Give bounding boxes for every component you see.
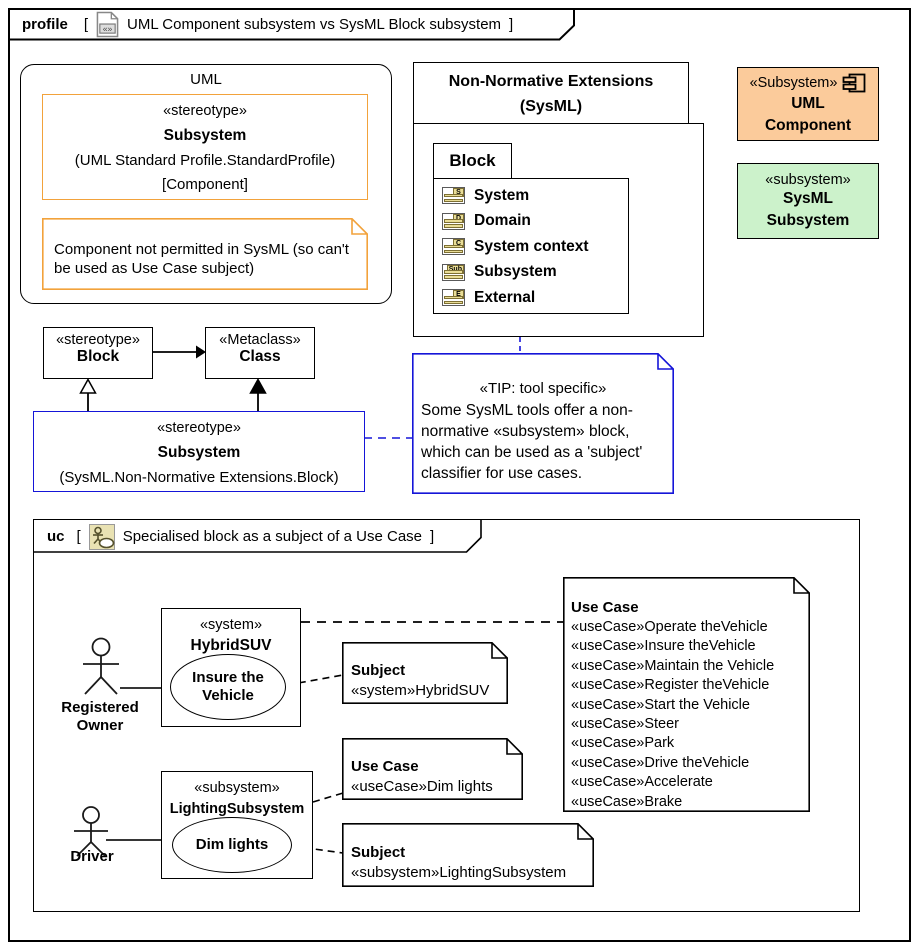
block-package-title: Block [449, 151, 496, 170]
use-case-diagram-icon [88, 523, 115, 550]
block-item-label: Subsystem [474, 263, 557, 281]
block-item-system[interactable]: S System [434, 183, 628, 209]
actor-driver-label: Driver [70, 848, 114, 865]
component-icon [843, 73, 866, 93]
usecase-insure-the-vehicle[interactable]: Insure the Vehicle [170, 654, 286, 720]
sysml-subsystem-legend-box[interactable]: «subsystem» SysML Subsystem [737, 163, 879, 239]
metaclass-class-box[interactable]: «Metaclass» Class [205, 327, 315, 379]
actor-registered-owner-label: Registered Owner [61, 699, 139, 734]
block-icon: C [442, 238, 465, 256]
usecase-item: «useCase»Accelerate [571, 774, 713, 791]
block-package-tab[interactable]: Block [433, 143, 512, 179]
actor-registered-owner[interactable] [72, 636, 130, 696]
block-item-subsystem[interactable]: Sub Subsystem [434, 260, 628, 286]
bracket-close: ] [430, 528, 435, 545]
bracket-open: [ [83, 16, 89, 33]
bracket-close: ] [509, 16, 514, 33]
stereotype-name: Subsystem [163, 127, 247, 144]
metaclass-keyword: «Metaclass» [219, 332, 301, 348]
usecase-item: «useCase»Park [571, 735, 675, 752]
uml-component-keyword: «Subsystem» [749, 75, 838, 91]
block-icon: D [442, 212, 465, 230]
subsystem-stereotype-from: (SysML.Non-Normative Extensions.Block) [59, 469, 339, 486]
lightingsubsystem-keyword: «subsystem» [194, 780, 280, 796]
subject-hybridsuv-note[interactable]: Subject «system»HybridSUV [342, 642, 508, 704]
block-item-system-context[interactable]: C System context [434, 234, 628, 260]
frame-kind-label: profile [22, 16, 68, 33]
subject-lightingsubsystem-note[interactable]: Subject «subsystem»LightingSubsystem [342, 823, 594, 887]
tip-body: Some SysML tools offer a non-normative «… [421, 402, 643, 482]
uml-subsystem-stereotype-box[interactable]: «stereotype» Subsystem (UML Standard Pro… [42, 94, 368, 200]
profile-document-icon: «» [96, 11, 119, 38]
hybridsuv-name: HybridSUV [190, 637, 272, 654]
block-icon: S [442, 187, 465, 205]
block-item-label: System [474, 186, 530, 204]
usecase-dim-lights[interactable]: Dim lights [172, 817, 292, 873]
sysml-subsystem-name-line2: Subsystem [766, 212, 850, 229]
actor-driver[interactable] [64, 804, 120, 860]
block-icon: E [442, 289, 465, 307]
hybridsuv-keyword: «system» [199, 617, 263, 633]
profile-frame-tab[interactable]: profile [ «» UML Component subsystem vs … [9, 9, 575, 41]
uml-component-name-line1: UML [791, 95, 825, 112]
nne-package-title-box[interactable]: Non-Normative Extensions (SysML) [413, 62, 689, 124]
uc-frame-title: Specialised block as a subject of a Use … [122, 528, 423, 545]
usecase-item: «useCase»Insure theVehicle [571, 638, 756, 655]
stereotype-from: (UML Standard Profile.StandardProfile) [74, 152, 336, 169]
usecase-item: «useCase»Start the Vehicle [571, 696, 750, 713]
usecase-item: «useCase»Operate theVehicle [571, 619, 768, 635]
uml-package-title: UML [190, 71, 222, 88]
subsystem-stereotype-name: Subsystem [157, 444, 241, 461]
block-stereotype-box[interactable]: «stereotype» Block [43, 327, 153, 379]
metaclass-name: Class [239, 348, 281, 365]
uml-component-name-line2: Component [764, 117, 852, 134]
tip-keyword: «TIP: tool specific» [479, 380, 607, 397]
block-stereotype-name: Block [76, 348, 120, 365]
block-icon: Sub [442, 263, 465, 281]
block-item-domain[interactable]: D Domain [434, 209, 628, 235]
block-package-body[interactable]: S System D Domain C System context Sub S… [433, 178, 629, 314]
usecase-item: «useCase»Maintain the Vehicle [571, 657, 775, 674]
usecase-item: «useCase»Steer [571, 716, 680, 733]
block-stereotype-keyword: «stereotype» [56, 332, 140, 348]
usecase-item: «useCase»Drive theVehicle [571, 754, 750, 771]
block-item-label: System context [474, 237, 589, 255]
tip-note[interactable]: «TIP: tool specific» Some SysML tools of… [412, 353, 674, 494]
usecase-list-note[interactable]: Use Case «useCase»Operate theVehicle «us… [563, 577, 810, 812]
uml-component-legend-box[interactable]: «Subsystem» UML Component [737, 67, 879, 141]
usecase-dim-lights-note[interactable]: Use Case «useCase»Dim lights [342, 738, 523, 800]
block-item-label: External [474, 288, 536, 306]
uc-frame [33, 519, 860, 912]
svg-text:«»: «» [103, 24, 113, 34]
stereotype-keyword: «stereotype» [163, 103, 247, 119]
block-item-external[interactable]: E External [434, 285, 628, 311]
block-item-label: Domain [474, 212, 531, 230]
component-note[interactable]: Component not permitted in SysML (so can… [42, 218, 368, 290]
sysml-subsystem-stereotype-box[interactable]: «stereotype» Subsystem (SysML.Non-Normat… [33, 411, 365, 492]
subsystem-stereotype-keyword: «stereotype» [157, 420, 241, 436]
usecase-item: «useCase»Brake [571, 793, 683, 810]
bracket-open: [ [76, 528, 81, 545]
stereotype-meta: [Component] [162, 176, 248, 193]
component-note-text: Component not permitted in SysML (so can… [54, 241, 349, 277]
nne-title-line2: (SysML) [519, 98, 583, 115]
usecase-list-title: Use Case [571, 599, 639, 616]
sysml-subsystem-keyword: «subsystem» [765, 172, 851, 188]
frame-title: UML Component subsystem vs SysML Block s… [127, 16, 502, 33]
uc-kind-label: uc [47, 528, 65, 545]
usecase-item: «useCase»Register theVehicle [571, 677, 770, 694]
nne-title-line1: Non-Normative Extensions [448, 73, 654, 90]
sysml-subsystem-name-line1: SysML [783, 190, 833, 207]
lightingsubsystem-name: LightingSubsystem [169, 801, 305, 817]
uc-frame-tab[interactable]: uc [ Specialised block as a subject of a… [34, 520, 482, 553]
